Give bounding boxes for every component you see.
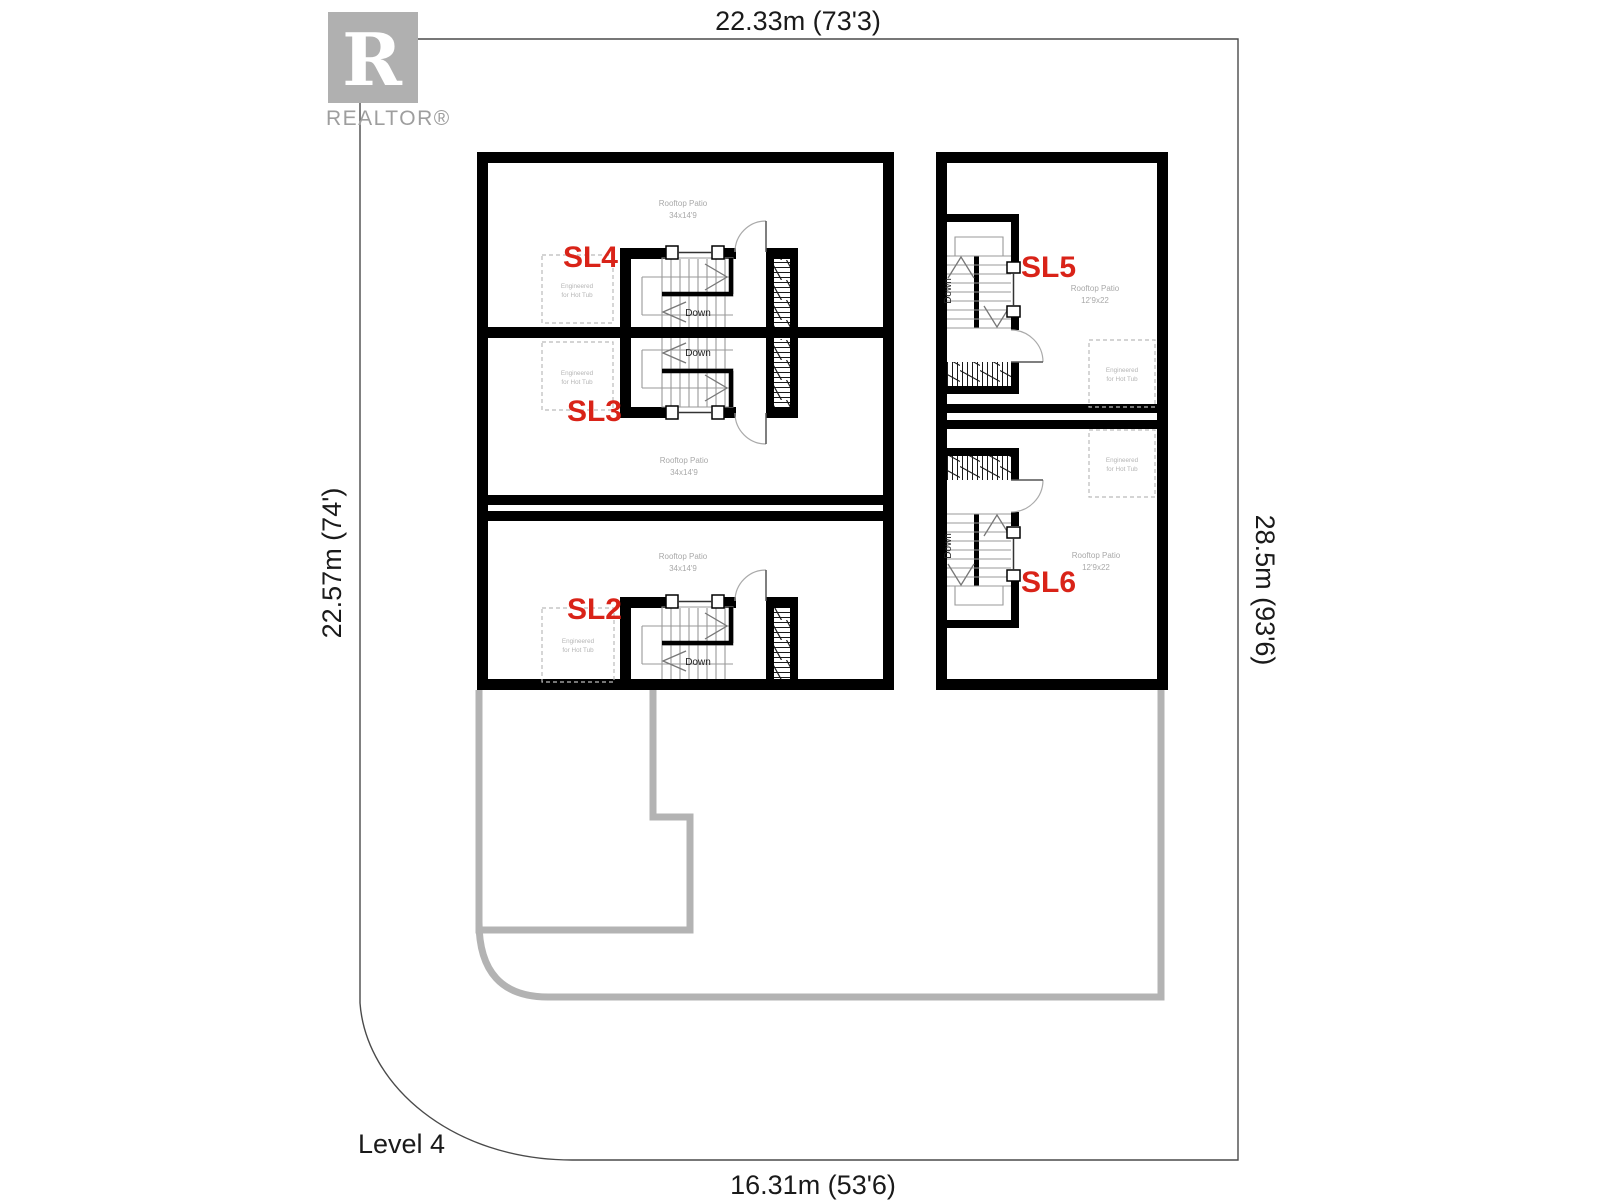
sl5-hot-tub-pad [1088, 339, 1156, 408]
building-left-stair-thick-edges [662, 258, 734, 646]
sl6-hot-tub-label: Engineered [1106, 457, 1139, 464]
sl3-hot-tub-label: for Hot Tub [561, 379, 593, 386]
sl5-patio-name: Rooftop Patio [1071, 284, 1120, 293]
building-right-walls [936, 152, 1168, 690]
dimension-top-label: 22.33m (73'3) [715, 6, 881, 36]
sl4-hot-tub-label: Engineered [561, 283, 594, 290]
sl5-patio-size: 12'9x22 [1081, 296, 1109, 305]
sl5-hatch-shaft [947, 362, 1011, 386]
sl3-patio-size: 34x14'9 [670, 468, 698, 477]
sl2-patio-name: Rooftop Patio [659, 552, 708, 561]
property-boundary-line [359, 38, 1239, 1161]
sl6-patio-name: Rooftop Patio [1072, 551, 1121, 560]
unit-sl2-label: SL2 [567, 593, 622, 626]
building-left-opening-lines [678, 251, 712, 603]
unit-sl3-label: SL3 [567, 395, 622, 428]
sl3-hot-tub-pad [541, 341, 614, 411]
sl6-hatch-shaft [947, 456, 1011, 480]
sl6-hot-tub-label: for Hot Tub [1106, 466, 1138, 473]
sl3-hot-tub-label: Engineered [561, 370, 594, 377]
sl2-hatch-shaft [774, 608, 790, 679]
realtor-logo: R REALTOR® [326, 12, 451, 130]
realtor-wordmark: REALTOR® [326, 107, 451, 130]
sl5-hot-tub-label: Engineered [1106, 367, 1139, 374]
realtor-logo-letter: R [342, 17, 403, 102]
sl5-hot-tub-label: for Hot Tub [1106, 376, 1138, 383]
sl2-hot-tub-pad [541, 607, 615, 683]
unit-sl5-label: SL5 [1021, 251, 1076, 284]
sl5-stair-direction: Down [943, 278, 954, 304]
sl4-hatch-shaft [774, 259, 790, 327]
dimension-right-label: 28.5m (93'6) [1250, 515, 1280, 666]
sl4-stair-direction: Down [685, 308, 711, 319]
building-left-stair-arrows [661, 263, 729, 672]
sl6-patio-size: 12'9x22 [1082, 563, 1110, 572]
building-left-walls [477, 152, 894, 690]
sl3-stair-direction: Down [685, 348, 711, 359]
realtor-logo-square [328, 12, 418, 103]
sl5-door-jamb [1006, 305, 1021, 318]
sl2-hot-tub-label: for Hot Tub [562, 647, 594, 654]
building-left [477, 152, 894, 690]
sl2-door-jamb [665, 594, 679, 609]
sl2-hot-tub-label: Engineered [562, 638, 595, 645]
sl4-patio-name: Rooftop Patio [659, 199, 708, 208]
sl2-door-jamb [711, 594, 725, 609]
unit-sl6-label: SL6 [1021, 566, 1076, 599]
unit-sl4-label: SL4 [563, 241, 618, 274]
sl4-hot-tub-pad [541, 254, 614, 324]
sl3-door-jamb [665, 405, 679, 420]
sl4-door-jamb [711, 245, 725, 260]
sl2-patio-size: 34x14'9 [669, 564, 697, 573]
sl4-door-jamb [665, 245, 679, 260]
lower-level-outline [475, 690, 1165, 1001]
sl6-door-jamb [1006, 526, 1021, 539]
sl2-stair-direction: Down [685, 657, 711, 668]
sl4-hot-tub-label: for Hot Tub [561, 292, 593, 299]
sl3-hatch-shaft [774, 339, 790, 407]
building-right-door-arcs [1010, 329, 1044, 513]
sl3-patio-name: Rooftop Patio [660, 456, 709, 465]
building-right [936, 152, 1168, 690]
lower-level-boundary-outline [475, 690, 1165, 1001]
sl6-hot-tub-pad [1088, 429, 1156, 498]
level-label: Level 4 [358, 1129, 445, 1159]
lower-level-room-outline [475, 690, 694, 934]
sl6-door-jamb [1006, 569, 1021, 582]
dimension-left-label: 22.57m (74') [317, 488, 347, 639]
sl5-door-jamb [1006, 261, 1021, 274]
sl3-door-jamb [711, 405, 725, 420]
building-left-door-arcs [734, 220, 767, 602]
building-right-stair-treads [947, 236, 1011, 606]
building-right-door-leaves [1011, 361, 1043, 481]
building-right-stair-arrows [947, 255, 1011, 587]
sl6-stair-direction: Down [943, 533, 954, 559]
sl4-patio-size: 34x14'9 [669, 211, 697, 220]
dimension-bottom-label: 16.31m (53'6) [730, 1170, 896, 1200]
